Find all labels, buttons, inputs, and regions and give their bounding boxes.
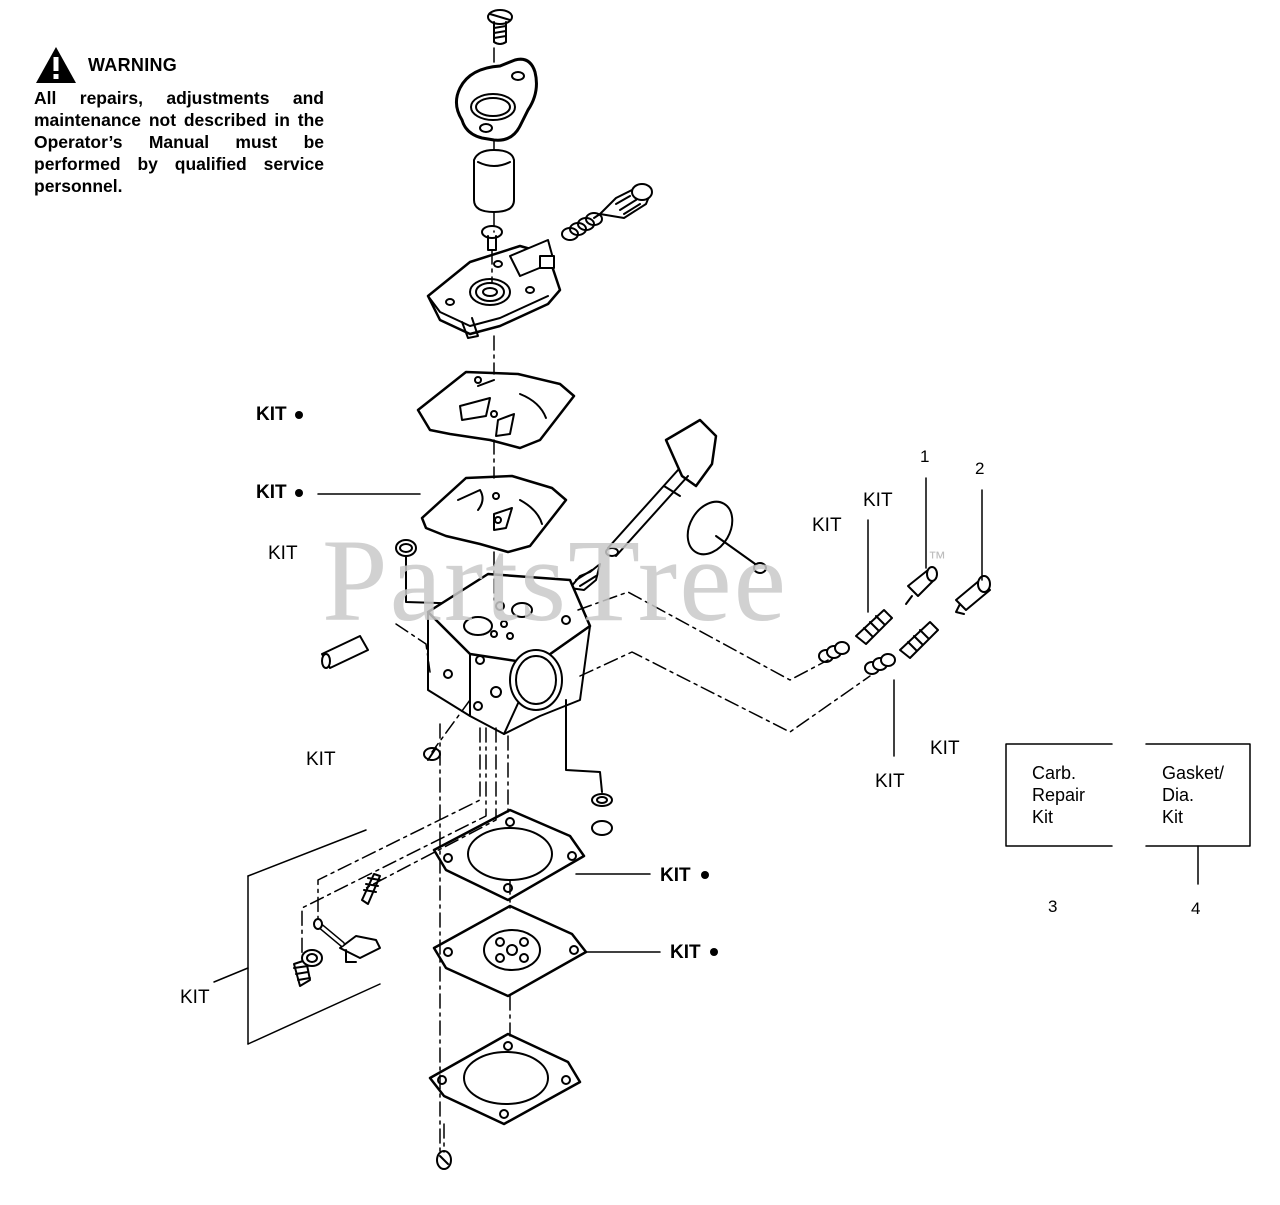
legend-gasket-line2: Dia.: [1162, 785, 1195, 805]
kit-bullets: [295, 411, 718, 956]
kit-label-linkage-set: KIT: [180, 987, 210, 1008]
limiter-cap-2: [955, 575, 991, 615]
pump-cover: [426, 239, 562, 339]
warning-header: WARNING: [34, 45, 324, 85]
legend-gasket-kit: Gasket/ Dia. Kit: [1162, 762, 1224, 828]
watermark: PartsTree: [322, 515, 788, 646]
assembly-axis-lines: [301, 47, 871, 1153]
legend-boxes: [1005, 743, 1251, 847]
throttle-spring: [569, 563, 601, 591]
warning-triangle-icon: [36, 47, 76, 83]
legend-gasket-line3: Kit: [1162, 807, 1184, 827]
welch-plug: [565, 699, 613, 836]
kit-label-spring-b: KIT: [863, 490, 893, 511]
idle-adjust-screw: [561, 183, 653, 241]
fuel-filter-screen: [473, 149, 515, 213]
warning-text: All repairs, adjustments and maintenance…: [34, 88, 324, 196]
limiter-cap-1: [905, 566, 938, 605]
pump-gasket: [416, 370, 576, 450]
kit-label-metering-diaphragm: KIT: [670, 942, 701, 963]
metering-gasket: [432, 808, 586, 902]
kit-label-adj-screw-a: KIT: [930, 738, 960, 759]
inlet-flange-gasket: [455, 57, 538, 142]
callout-2: 2: [975, 459, 985, 478]
metering-lever-set: [293, 873, 381, 987]
kit-label-spring-a: KIT: [812, 515, 842, 536]
kit-label-metering-gasket: KIT: [660, 865, 691, 886]
metering-diaphragm: [432, 904, 588, 998]
kit-label-inlet-screen: KIT: [268, 543, 298, 564]
body-screw: [423, 747, 441, 761]
pivot-pin: [321, 635, 369, 669]
kit-label-adj-screw-b: KIT: [875, 771, 905, 792]
cover-screw: [487, 9, 513, 45]
warning-title: WARNING: [88, 54, 178, 75]
legend-gasket-line1: Gasket/: [1162, 763, 1225, 783]
bottom-screw: [436, 1150, 452, 1170]
legend-number-4: 4: [1191, 899, 1201, 918]
legend-carb-line3: Kit: [1032, 807, 1054, 827]
kit-label-pump-diaphragm: KIT: [256, 482, 287, 503]
kit-label-upper-gasket: KIT: [256, 404, 287, 425]
kit-label-needle-seat: KIT: [306, 749, 336, 770]
legend-carb-line1: Carb.: [1032, 763, 1077, 783]
legend-carb-kit: Carb. Repair Kit: [1032, 762, 1085, 828]
callout-1: 1: [920, 447, 930, 466]
warning-block: WARNING All repairs, adjustments and mai…: [34, 45, 324, 197]
carburetor-body: [426, 572, 592, 735]
adjust-screw-lo: [818, 609, 893, 663]
adjust-screw-hi: [864, 621, 939, 675]
watermark-trademark: ™: [928, 548, 946, 568]
legend-number-3: 3: [1048, 897, 1058, 916]
small-pump-screw: [481, 225, 503, 251]
pump-diaphragm: [420, 474, 568, 554]
leader-lines: [213, 477, 1199, 1045]
throttle-shaft: [605, 418, 767, 574]
metering-cover: [428, 1032, 582, 1126]
legend-carb-line2: Repair: [1032, 785, 1086, 805]
